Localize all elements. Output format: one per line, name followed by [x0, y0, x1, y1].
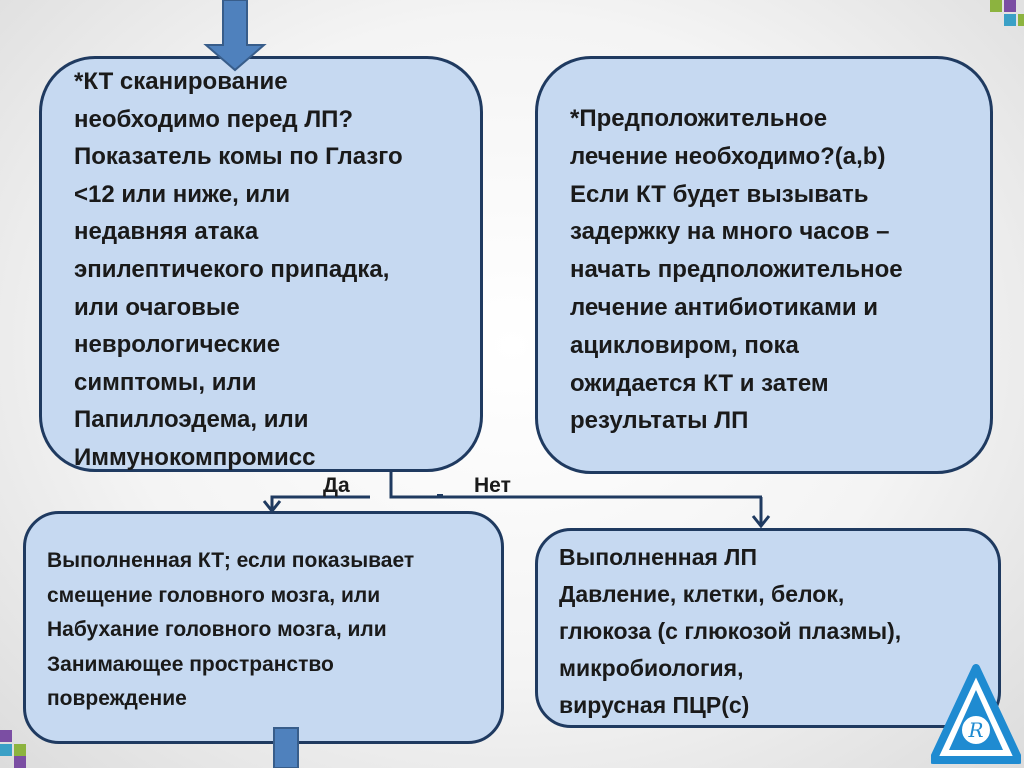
corner-square-bottom-1: [0, 730, 12, 742]
ct-question-line: Папиллоэдема, или: [74, 406, 309, 434]
ct-question-line: симптомы, или: [74, 368, 257, 396]
logo-letter: R: [967, 718, 983, 742]
empirical-treatment-box: *Предположительное лечение необходимо?(a…: [535, 56, 993, 474]
connector-no-arrowhead: [751, 515, 771, 529]
ct-performed-line: Выполненная КТ; если показывает: [47, 549, 415, 572]
ct-question-line: или очаговые: [74, 293, 240, 321]
ct-question-line: необходимо перед ЛП?: [74, 105, 354, 133]
ct-question-line: Показатель комы по Глазго: [74, 143, 403, 171]
treatment-line: лечение необходимо?(a,b): [570, 142, 886, 170]
rotapharm-logo: R ROTAPHARM: [931, 664, 1021, 764]
ct-performed-line: Занимающее пространство: [47, 652, 334, 676]
no-label: Нет: [474, 474, 511, 497]
ct-performed-line: Набухание головного мозга, или: [47, 618, 387, 641]
treatment-line: *Предположительное: [570, 105, 828, 132]
ct-question-box: *КТ сканирование необходимо перед ЛП? По…: [39, 56, 483, 472]
top-down-arrow-icon: [203, 0, 267, 72]
logo-text: ROTAPHARM: [951, 750, 1001, 758]
ct-question-line: недавняя атака: [74, 218, 259, 246]
corner-square-top-1: [990, 0, 1002, 12]
connector-marker: [437, 494, 443, 498]
lp-performed-line: микробиология,: [559, 655, 744, 681]
treatment-line: ожидается КТ и затем: [570, 369, 829, 397]
connector-split-line: [389, 472, 762, 499]
treatment-line: начать предположительное: [570, 256, 903, 284]
ct-question-line: Иммунокомпромисс: [74, 443, 316, 471]
bottom-down-arrow-icon: [273, 727, 299, 768]
connector-yes-line: [270, 495, 370, 509]
lp-performed-line: Давление, клетки, белок,: [559, 581, 845, 607]
lp-performed-line: вирусная ПЦР(с): [559, 692, 750, 718]
treatment-line: задержку на много часов –: [570, 218, 890, 246]
corner-square-bottom-3: [14, 744, 26, 756]
ct-question-line: *КТ сканирование: [74, 68, 288, 95]
corner-square-top-3: [1004, 14, 1016, 26]
ct-performed-line: повреждение: [47, 687, 187, 710]
ct-question-line: неврологические: [74, 331, 281, 359]
ct-performed-line: смещение головного мозга, или: [47, 583, 381, 607]
treatment-line: Если КТ будет вызывать: [570, 180, 869, 208]
corner-square-top-4: [1018, 14, 1024, 26]
corner-square-bottom-4: [14, 756, 26, 768]
ct-question-line: <12 или ниже, или: [74, 180, 291, 208]
treatment-line: результаты ЛП: [570, 407, 749, 435]
treatment-line: лечение антибиотиками и: [570, 293, 879, 321]
lp-performed-line: Выполненная ЛП: [559, 544, 757, 570]
lp-performed-box: Выполненная ЛП Давление, клетки, белок, …: [535, 528, 1001, 728]
ct-performed-box: Выполненная КТ; если показывает смещение…: [23, 511, 504, 744]
corner-square-top-2: [1004, 0, 1016, 12]
yes-label: Да: [323, 474, 350, 497]
treatment-line: ацикловиром, пока: [570, 331, 799, 359]
ct-question-line: эпилептичекого припадка,: [74, 255, 390, 283]
lp-performed-line: глюкоза (с глюкозой плазмы),: [559, 618, 902, 644]
corner-square-bottom-2: [0, 744, 12, 756]
